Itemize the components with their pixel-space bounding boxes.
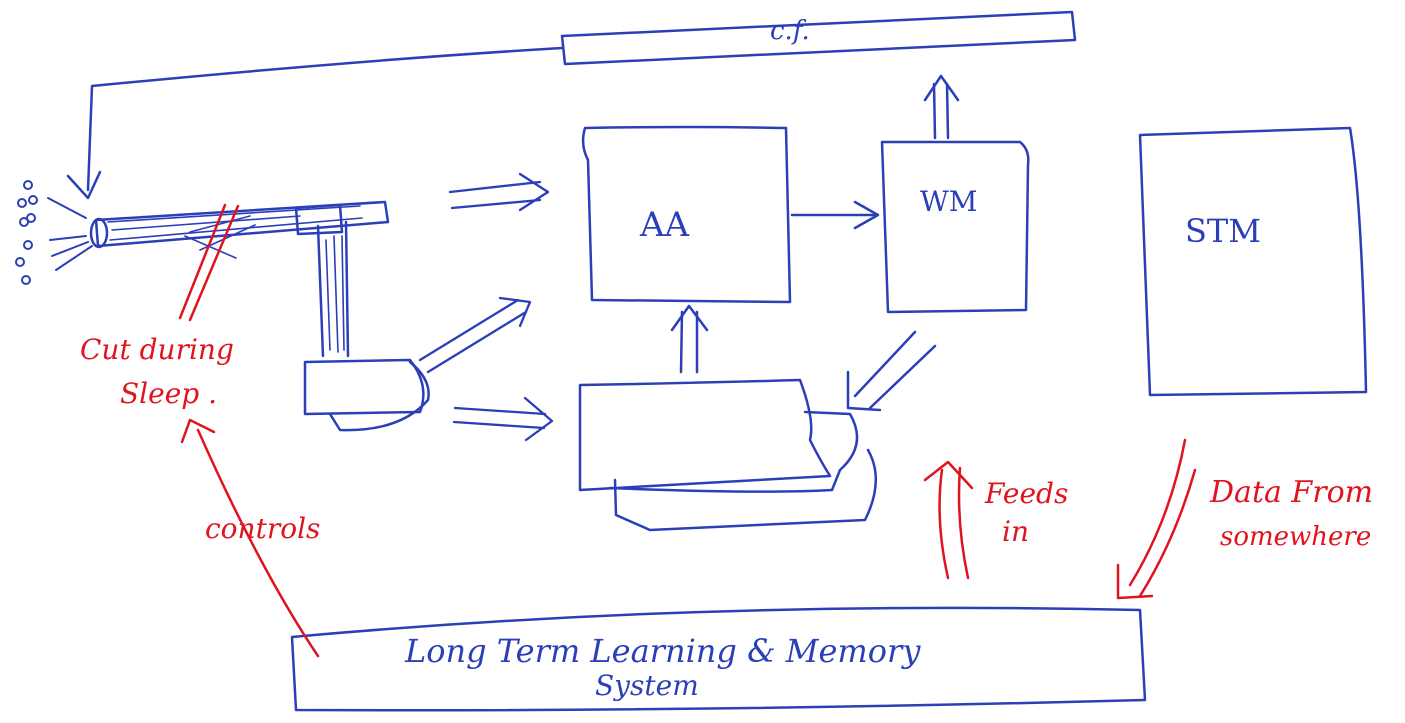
controls-label: controls bbox=[205, 512, 321, 545]
wm-to-cf-arrow bbox=[923, 74, 960, 140]
wm-box bbox=[880, 140, 1030, 314]
data-arrow-1 bbox=[1128, 438, 1187, 587]
pipe-joint bbox=[294, 203, 344, 236]
data-from-label: Data From bbox=[1210, 475, 1374, 510]
memory-stack-back-2 bbox=[613, 448, 878, 532]
feedback-arrowhead bbox=[66, 170, 102, 200]
aa-to-wm-arrow bbox=[790, 200, 880, 230]
memory-stack-front bbox=[578, 378, 832, 492]
input-dots bbox=[15, 180, 38, 285]
ltm-box bbox=[290, 606, 1147, 712]
feedback-line bbox=[86, 46, 564, 192]
stack-to-aa-arrow bbox=[670, 304, 709, 374]
wm-label: WM bbox=[920, 185, 978, 218]
data-arrow-2 bbox=[1138, 468, 1197, 598]
wm-to-stack-arrow bbox=[846, 330, 937, 412]
cf-box bbox=[560, 10, 1077, 66]
input-arrows bbox=[418, 172, 554, 442]
stm-label: STM bbox=[1185, 212, 1262, 250]
sensory-pipe bbox=[94, 200, 390, 248]
somewhere-label: somewhere bbox=[1220, 522, 1372, 552]
cf-label: c.f. bbox=[770, 16, 810, 46]
feeds-label: Feeds bbox=[985, 477, 1069, 510]
feeds-arrow-1 bbox=[938, 468, 950, 580]
sleep-label: Sleep . bbox=[120, 377, 218, 410]
cut-mark-2 bbox=[188, 204, 240, 322]
controls-arrow-line bbox=[196, 428, 320, 658]
controls-arrowhead bbox=[180, 418, 216, 444]
feeds-arrow-2 bbox=[957, 466, 970, 580]
feeds-arrowhead bbox=[923, 460, 974, 490]
pipe-opening bbox=[89, 217, 109, 249]
memory-stack-back-1 bbox=[608, 410, 859, 493]
relay-block bbox=[303, 358, 425, 416]
data-arrowhead bbox=[1116, 563, 1154, 600]
in-label: in bbox=[1002, 515, 1029, 548]
ltm-label-line1: Long Term Learning & Memory bbox=[405, 632, 921, 670]
ltm-label-line2: System bbox=[595, 669, 699, 702]
stm-box bbox=[1138, 126, 1368, 397]
cut-mark-1 bbox=[178, 203, 227, 320]
aa-box bbox=[581, 125, 792, 304]
aa-label: AA bbox=[640, 205, 690, 245]
input-streams bbox=[47, 197, 93, 271]
vertical-pipe bbox=[316, 220, 350, 358]
relay-block-back bbox=[328, 360, 430, 432]
vertical-pipe-shading bbox=[325, 235, 345, 353]
cut-during-label: Cut during bbox=[80, 333, 234, 366]
